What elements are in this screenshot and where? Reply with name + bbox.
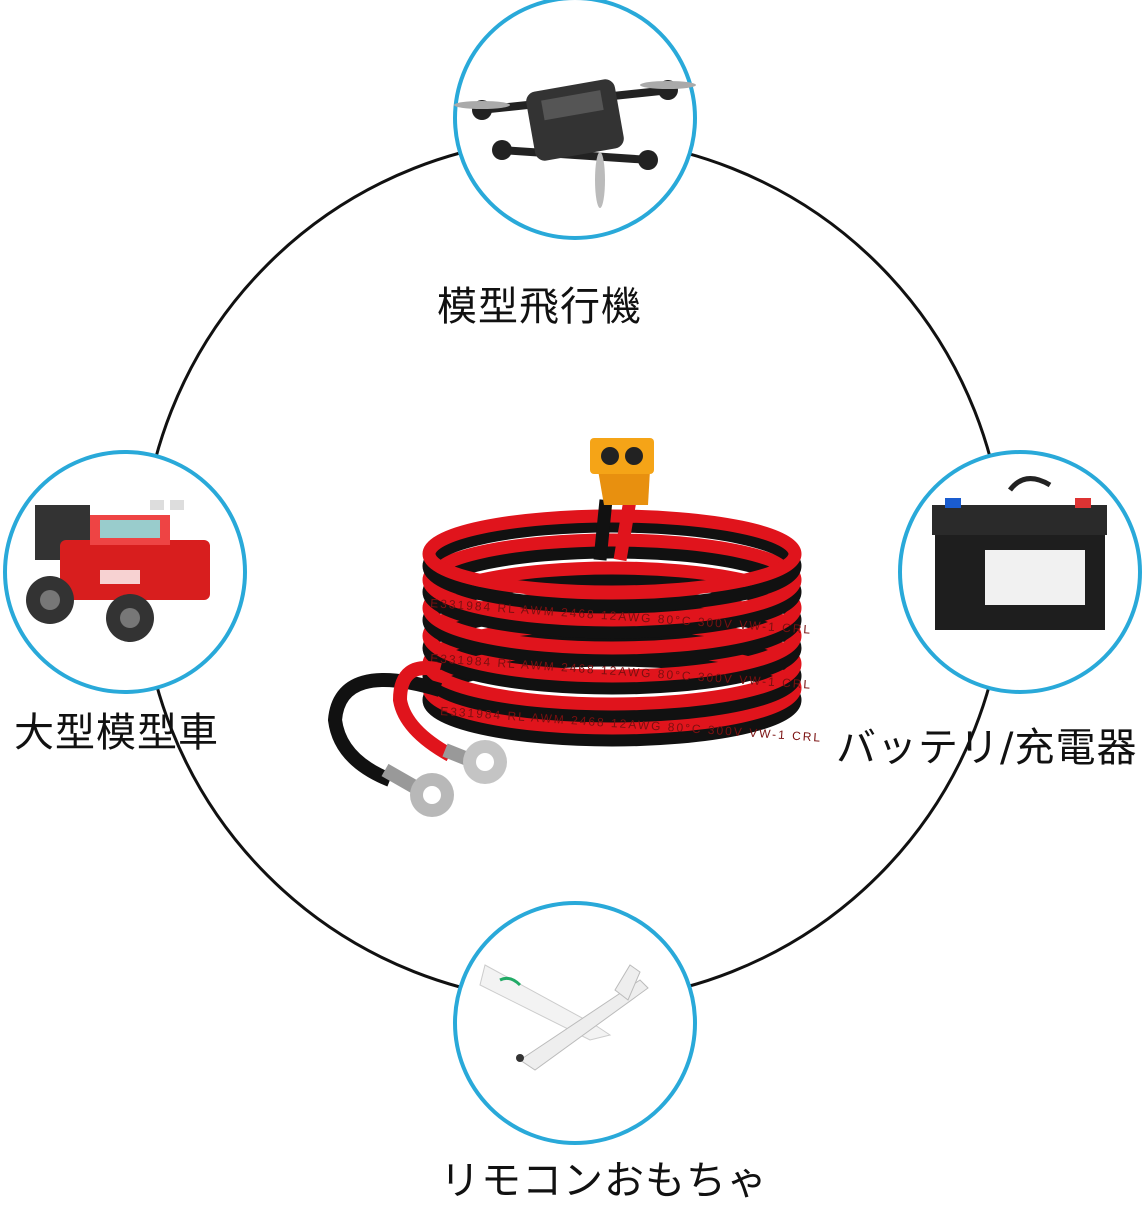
toy-truck-icon xyxy=(26,500,210,642)
label-model-aircraft: 模型飛行機 xyxy=(437,284,642,330)
rc-plane-icon xyxy=(479,964,649,1071)
drone-icon xyxy=(454,79,696,208)
battery-image-circle xyxy=(898,450,1142,694)
drone-image-circle xyxy=(453,0,697,240)
label-battery-charger: バッテリ/充電器 xyxy=(836,725,1138,771)
car-battery-icon xyxy=(932,476,1107,630)
label-rc-toys: リモコンおもちゃ xyxy=(440,1158,768,1204)
cable-coil-image: E331984 RL AWM 2468 12AWG 80°C 300V VW-1… xyxy=(327,438,823,817)
label-large-model-car: 大型模型車 xyxy=(14,710,219,756)
ring-terminal-icon xyxy=(381,740,507,817)
plane-image-circle xyxy=(453,901,697,1145)
xt60-connector-icon xyxy=(590,438,654,505)
truck-image-circle xyxy=(3,450,247,694)
